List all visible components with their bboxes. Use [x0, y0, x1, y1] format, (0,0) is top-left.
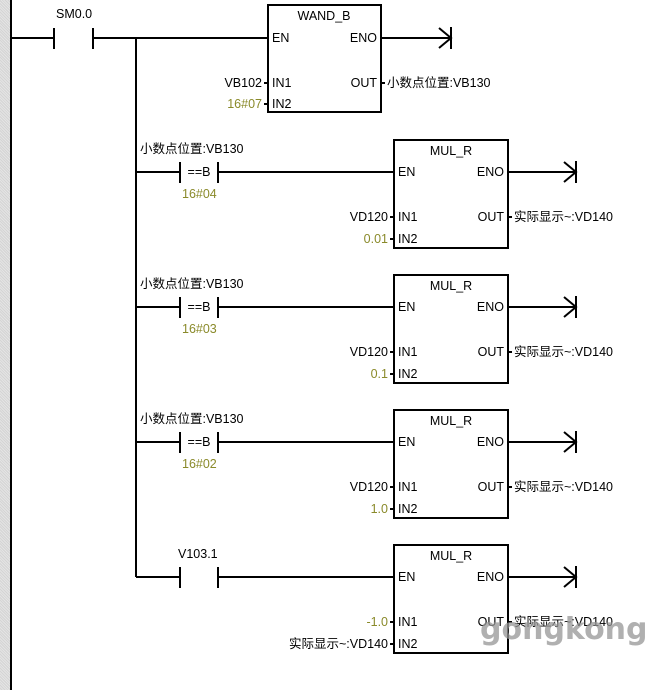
pin-eno: ENO — [477, 570, 504, 584]
eno-end-arrow-icon — [438, 27, 453, 49]
watermark: gongkong — [480, 612, 648, 647]
compare-contact[interactable]: 小数点位置:VB130 ==B 16#04 — [140, 141, 244, 201]
pin-in1: IN1 — [272, 76, 292, 90]
block-box — [267, 4, 382, 113]
pin-in2: IN2 — [398, 232, 418, 246]
in2-operand[interactable]: 1.0 — [371, 502, 388, 516]
rung-1: SM0.0 WAND_B EN ENO IN1 IN2 OUT VB102 16… — [11, 4, 491, 577]
in1-operand[interactable]: VD120 — [350, 480, 388, 494]
pin-eno: ENO — [350, 31, 377, 45]
pin-out: OUT — [478, 615, 505, 629]
editor-gutter — [0, 0, 10, 690]
contact-label: 小数点位置:VB130 — [140, 141, 244, 156]
eno-end-arrow-icon — [563, 296, 578, 318]
pin-out: OUT — [478, 480, 505, 494]
contact-symbol: ==B — [188, 165, 211, 179]
pin-en: EN — [272, 31, 289, 45]
in2-operand[interactable]: 实际显示~:VD140 — [289, 636, 388, 651]
pin-eno: ENO — [477, 435, 504, 449]
in2-operand[interactable]: 16#07 — [227, 97, 262, 111]
block-title: MUL_R — [430, 279, 472, 293]
pin-in2: IN2 — [398, 637, 418, 651]
contact-label: 小数点位置:VB130 — [140, 276, 244, 291]
in1-operand[interactable]: -1.0 — [366, 615, 388, 629]
contact-label: V103.1 — [178, 547, 218, 561]
block-box — [393, 139, 509, 249]
contact-operand: 16#03 — [182, 322, 217, 336]
block-box — [393, 274, 509, 384]
pin-en: EN — [398, 570, 415, 584]
in1-operand[interactable]: VD120 — [350, 210, 388, 224]
in2-operand[interactable]: 0.01 — [364, 232, 388, 246]
contact-operand: 16#04 — [182, 187, 217, 201]
contact-v103-1[interactable]: V103.1 — [178, 547, 219, 588]
pin-eno: ENO — [477, 165, 504, 179]
pin-in1: IN1 — [398, 345, 418, 359]
out-operand[interactable]: 实际显示~:VD140 — [514, 614, 613, 629]
eno-end-arrow-icon — [563, 566, 578, 588]
block-title: MUL_R — [430, 414, 472, 428]
contact-symbol: ==B — [188, 435, 211, 449]
block-title: MUL_R — [430, 144, 472, 158]
contact-label: SM0.0 — [56, 7, 92, 21]
in1-operand[interactable]: VD120 — [350, 345, 388, 359]
in2-operand[interactable]: 0.1 — [371, 367, 388, 381]
pin-in1: IN1 — [398, 480, 418, 494]
eno-end-arrow-icon — [563, 431, 578, 453]
contact-operand: 16#02 — [182, 457, 217, 471]
out-operand[interactable]: 小数点位置:VB130 — [387, 75, 491, 90]
pin-in2: IN2 — [398, 367, 418, 381]
block-wand-b[interactable]: WAND_B EN ENO IN1 IN2 OUT VB102 16#07 小数… — [224, 4, 491, 113]
pin-in2: IN2 — [398, 502, 418, 516]
block-box — [393, 544, 509, 654]
eno-end-arrow-icon — [563, 161, 578, 183]
contact-sm0-0[interactable]: SM0.0 — [53, 7, 94, 49]
pin-out: OUT — [478, 345, 505, 359]
pin-en: EN — [398, 165, 415, 179]
pin-in1: IN1 — [398, 615, 418, 629]
pin-out: OUT — [478, 210, 505, 224]
pin-eno: ENO — [477, 300, 504, 314]
out-operand[interactable]: 实际显示~:VD140 — [514, 344, 613, 359]
pin-in2: IN2 — [272, 97, 292, 111]
block-title: WAND_B — [297, 9, 350, 23]
pin-en: EN — [398, 435, 415, 449]
in1-operand[interactable]: VB102 — [224, 76, 262, 90]
pin-in1: IN1 — [398, 210, 418, 224]
contact-label: 小数点位置:VB130 — [140, 411, 244, 426]
block-title: MUL_R — [430, 549, 472, 563]
pin-out: OUT — [351, 76, 378, 90]
out-operand[interactable]: 实际显示~:VD140 — [514, 209, 613, 224]
compare-contact[interactable]: 小数点位置:VB130 ==B 16#03 — [140, 276, 244, 336]
contact-symbol: ==B — [188, 300, 211, 314]
pin-en: EN — [398, 300, 415, 314]
block-box — [393, 409, 509, 519]
out-operand[interactable]: 实际显示~:VD140 — [514, 479, 613, 494]
